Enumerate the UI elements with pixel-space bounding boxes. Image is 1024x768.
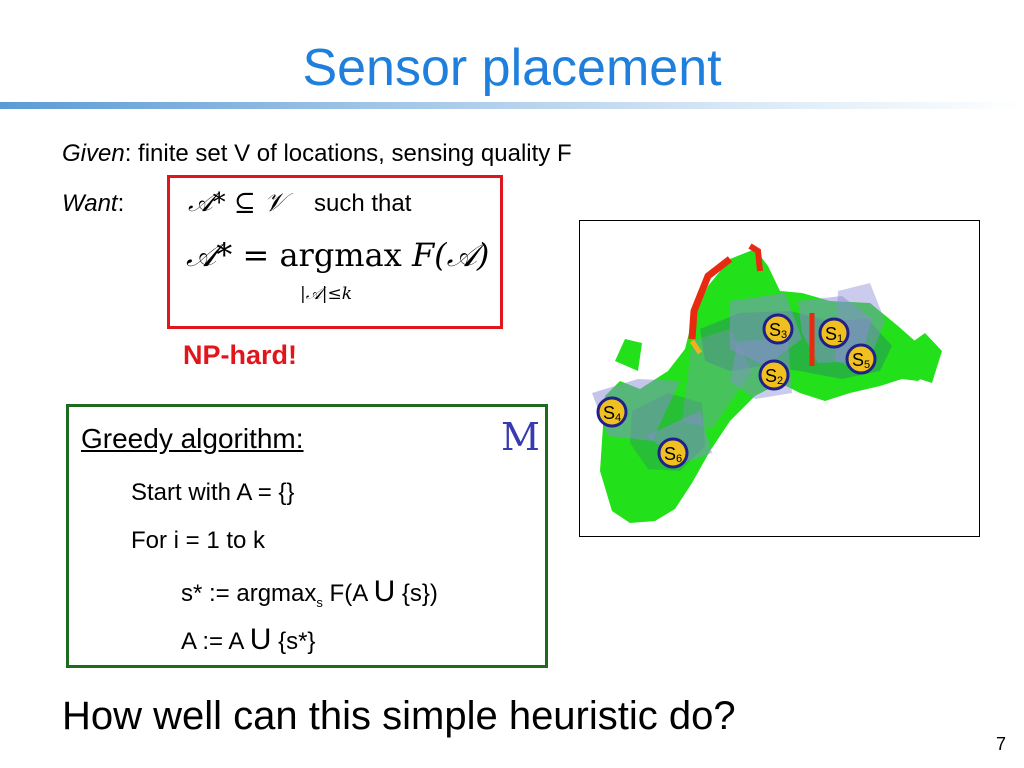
formula-argmax: 𝒜* = argmax F(𝒜) <box>186 236 489 275</box>
sensor-map-svg: S 3 S 1 S 5 S 2 S 4 <box>592 243 942 523</box>
sensor-s4: S 4 <box>596 396 628 428</box>
sensor-s2: S 2 <box>758 359 790 391</box>
formula-such-that: such that <box>314 190 412 217</box>
step3-text-c: {s}) <box>395 580 438 607</box>
step4-text-a: A := A <box>181 628 250 655</box>
given-text: : finite set V of locations, sensing qua… <box>124 140 572 167</box>
greedy-algorithm-box: Greedy algorithm: M Start with A = {} Fo… <box>66 404 548 668</box>
sensor-s6-label: S <box>664 444 676 464</box>
step3-subscript: s <box>316 594 323 610</box>
formula-rhs: F(𝒜) <box>411 236 490 274</box>
want-colon: : <box>117 190 125 217</box>
sensor-s1-label: S <box>825 324 837 344</box>
sensor-s1: S 1 <box>818 317 850 349</box>
formula-constraint: |𝒜|≤k <box>300 284 353 304</box>
step3-union: U <box>373 575 396 608</box>
sensor-markers: S 3 S 1 S 5 S 2 S 4 <box>596 313 877 469</box>
want-line: Want: <box>62 190 124 218</box>
algorithm-step-loop: For i = 1 to k <box>131 527 266 554</box>
formula-subset: 𝒜* ⊆ 𝒱 <box>188 188 286 218</box>
np-hard-label: NP-hard! <box>183 340 297 370</box>
sensor-map-image: S 3 S 1 S 5 S 2 S 4 <box>579 220 980 537</box>
step4-text-b: {s*} <box>271 628 316 655</box>
page-number: 7 <box>996 734 1007 754</box>
sensor-s6-index: 6 <box>676 453 682 465</box>
step3-text-a: s* := argmax <box>181 580 317 607</box>
sensor-s4-index: 4 <box>615 412 621 424</box>
step3-text-b: F(A <box>322 580 374 607</box>
sensor-s3: S 3 <box>762 313 794 345</box>
algorithm-title: Greedy algorithm: <box>81 423 304 454</box>
title-underline-bar <box>0 102 1024 109</box>
sensor-s3-index: 3 <box>781 329 787 341</box>
given-line: Given: finite set V of locations, sensin… <box>62 140 572 168</box>
formula-operator: argmax <box>279 236 402 274</box>
algorithm-step-update: A := A U {s*} <box>181 623 315 657</box>
sensor-s2-index: 2 <box>777 375 783 387</box>
sensor-s2-label: S <box>765 366 777 386</box>
sensor-s6: S 6 <box>657 437 689 469</box>
sensor-s4-label: S <box>603 403 615 423</box>
slide-title: Sensor placement <box>302 39 722 97</box>
sensor-s5: S 5 <box>845 343 877 375</box>
algorithm-marker: M <box>501 415 540 459</box>
algorithm-step-argmax: s* := argmaxs F(A U {s}) <box>181 575 438 610</box>
given-label: Given <box>62 140 125 167</box>
sensor-s5-label: S <box>852 350 864 370</box>
sensor-s1-index: 1 <box>837 333 843 345</box>
algorithm-step-init: Start with A = {} <box>131 479 295 506</box>
sensor-s5-index: 5 <box>864 359 870 371</box>
formula-lhs: 𝒜* = <box>186 236 280 274</box>
step4-union: U <box>249 623 272 656</box>
closing-question: How well can this simple heuristic do? <box>62 694 736 738</box>
sensor-s3-label: S <box>769 320 781 340</box>
objective-formula-box: 𝒜* ⊆ 𝒱 such that 𝒜* = argmax F(𝒜) |𝒜|≤k <box>167 175 503 329</box>
hotspot-strokes <box>688 243 815 366</box>
want-label: Want <box>62 190 118 217</box>
